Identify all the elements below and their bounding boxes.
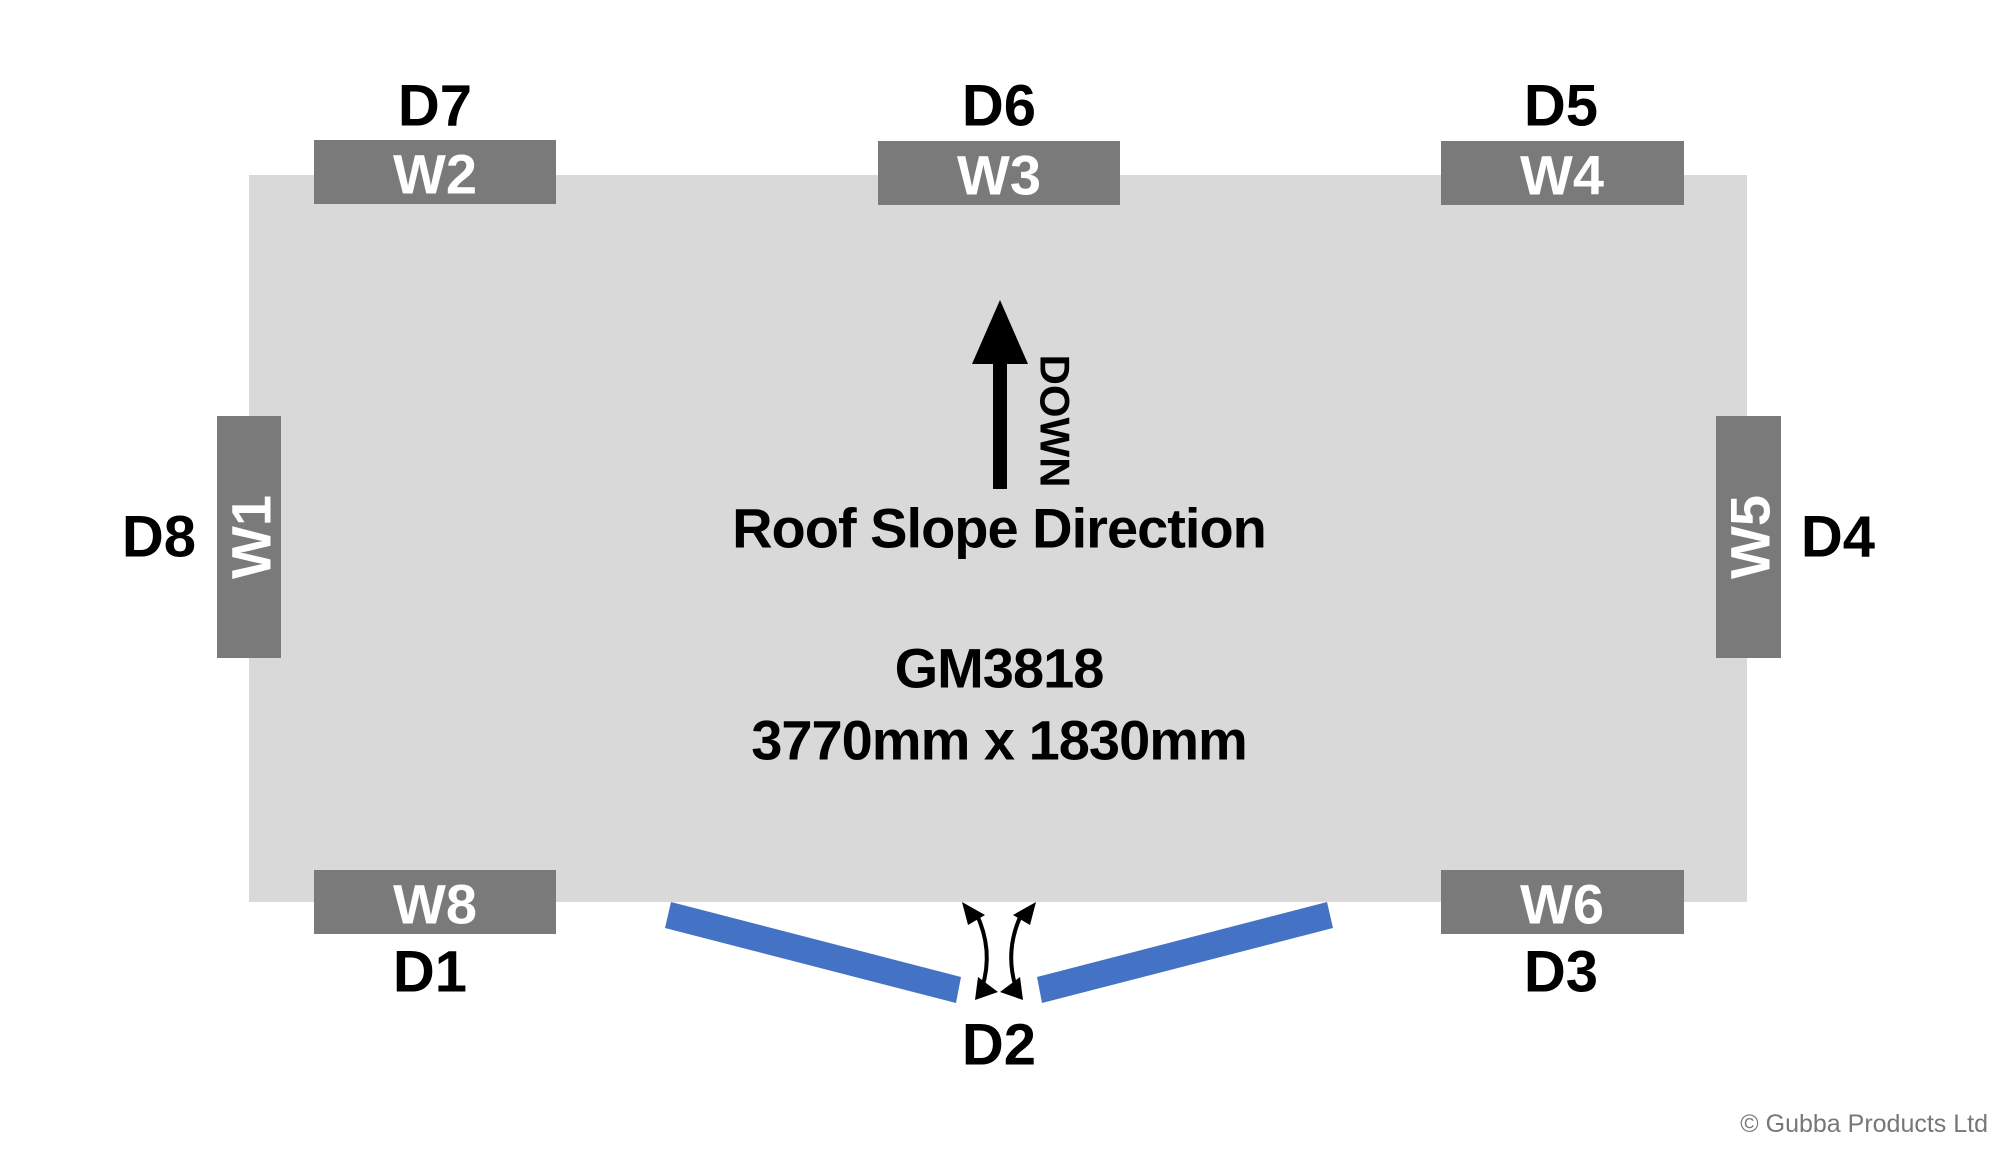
window-w8: W8	[314, 870, 556, 936]
door-leaf-left	[665, 902, 961, 1003]
position-d2: D2	[962, 1013, 1036, 1078]
model-name: GM3818	[895, 637, 1104, 700]
window-w4: W4	[1441, 141, 1684, 207]
roof-slope-label: Roof Slope Direction	[732, 497, 1266, 560]
window-w5: W5	[1716, 416, 1782, 658]
window-w1-label: W1	[220, 495, 283, 579]
arrow-up-icon	[972, 300, 1028, 489]
copyright-notice: © Gubba Products Ltd	[1740, 1110, 1988, 1138]
position-d1: D1	[393, 940, 467, 1005]
window-w4-label: W4	[1520, 144, 1604, 207]
position-d7: D7	[398, 74, 472, 139]
model-dimensions: 3770mm x 1830mm	[751, 709, 1247, 772]
window-w8-label: W8	[393, 873, 477, 936]
window-w2-label: W2	[393, 143, 477, 206]
window-w3-label: W3	[957, 144, 1041, 207]
double-door-d2	[665, 902, 1333, 1003]
position-d5: D5	[1524, 74, 1598, 139]
window-w5-label: W5	[1719, 495, 1782, 579]
window-w2: W2	[314, 140, 556, 206]
position-d8: D8	[122, 505, 196, 570]
window-w6-label: W6	[1520, 873, 1604, 936]
window-w1: W1	[217, 416, 283, 658]
position-d6: D6	[962, 74, 1036, 139]
door-swing-arrows-icon	[962, 902, 1036, 1000]
window-w3: W3	[878, 141, 1120, 207]
position-d4: D4	[1801, 505, 1875, 570]
door-leaf-right	[1037, 902, 1333, 1003]
window-w6: W6	[1441, 870, 1684, 936]
roof-outline	[249, 175, 1747, 902]
position-d3: D3	[1524, 940, 1598, 1005]
slope-direction-down: DOWN	[1032, 355, 1079, 488]
